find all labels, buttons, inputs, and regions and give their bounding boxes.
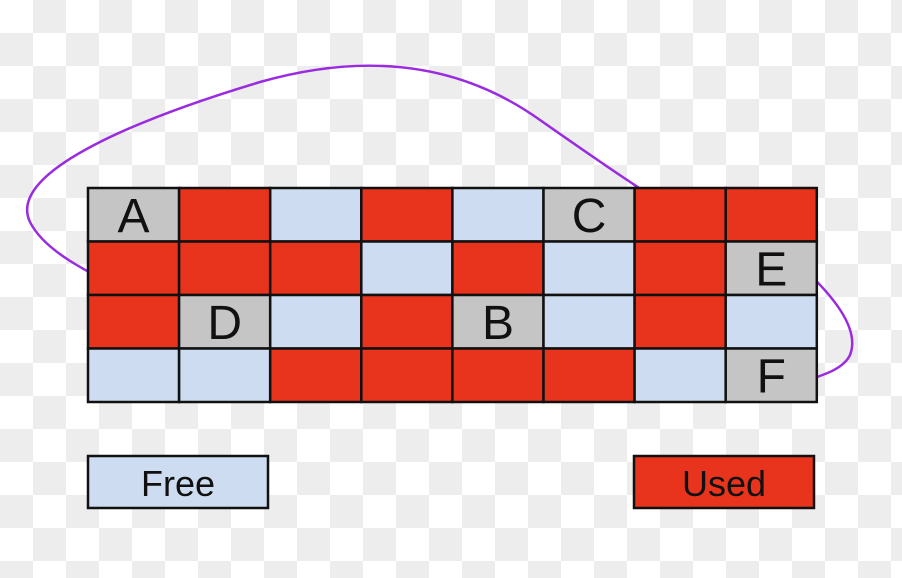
- used-cell: [633, 293, 727, 350]
- free-cell: [268, 186, 363, 243]
- free-cell: [633, 347, 727, 404]
- free-cell: [724, 293, 819, 350]
- used-cell: [633, 186, 727, 243]
- used-cell: [360, 293, 454, 350]
- free-cell: [451, 186, 545, 243]
- used-cell: [268, 347, 363, 404]
- link-e-f: [800, 268, 854, 384]
- node-label-f: F: [757, 350, 786, 403]
- node-label-b: B: [482, 297, 514, 350]
- used-cell: [268, 240, 363, 297]
- legend: Free Used: [86, 454, 816, 510]
- node-label-e: E: [755, 243, 787, 296]
- used-cell: [177, 186, 272, 243]
- used-cell: [177, 240, 272, 297]
- used-cell: [360, 186, 454, 243]
- used-cell: [451, 347, 545, 404]
- used-cell: [360, 347, 454, 404]
- node-cell-b: [451, 293, 545, 350]
- used-cell: [86, 240, 181, 297]
- used-cell: [542, 347, 636, 404]
- free-cell: [86, 347, 181, 404]
- free-cell: [177, 347, 272, 404]
- node-label-d: D: [207, 297, 242, 350]
- legend-used: Used: [632, 454, 816, 510]
- free-cell: [268, 293, 363, 350]
- node-cell-f: [724, 347, 819, 404]
- free-cell: [542, 293, 636, 350]
- free-cell: [542, 240, 636, 297]
- node-label-c: C: [572, 190, 607, 243]
- legend-free-label: Free: [141, 463, 215, 504]
- used-cell: [633, 240, 727, 297]
- memory-grid: A C E D B F: [86, 186, 819, 404]
- used-cell: [86, 293, 181, 350]
- used-cell: [451, 240, 545, 297]
- legend-free: Free: [86, 454, 270, 510]
- legend-used-swatch: [632, 454, 816, 510]
- node-label-a: A: [118, 190, 150, 243]
- legend-used-label: Used: [682, 463, 766, 504]
- node-cell-e: [724, 240, 819, 297]
- link-d-e: [26, 64, 744, 329]
- used-cell: [724, 186, 819, 243]
- free-cell: [360, 240, 454, 297]
- legend-free-swatch: [86, 454, 270, 510]
